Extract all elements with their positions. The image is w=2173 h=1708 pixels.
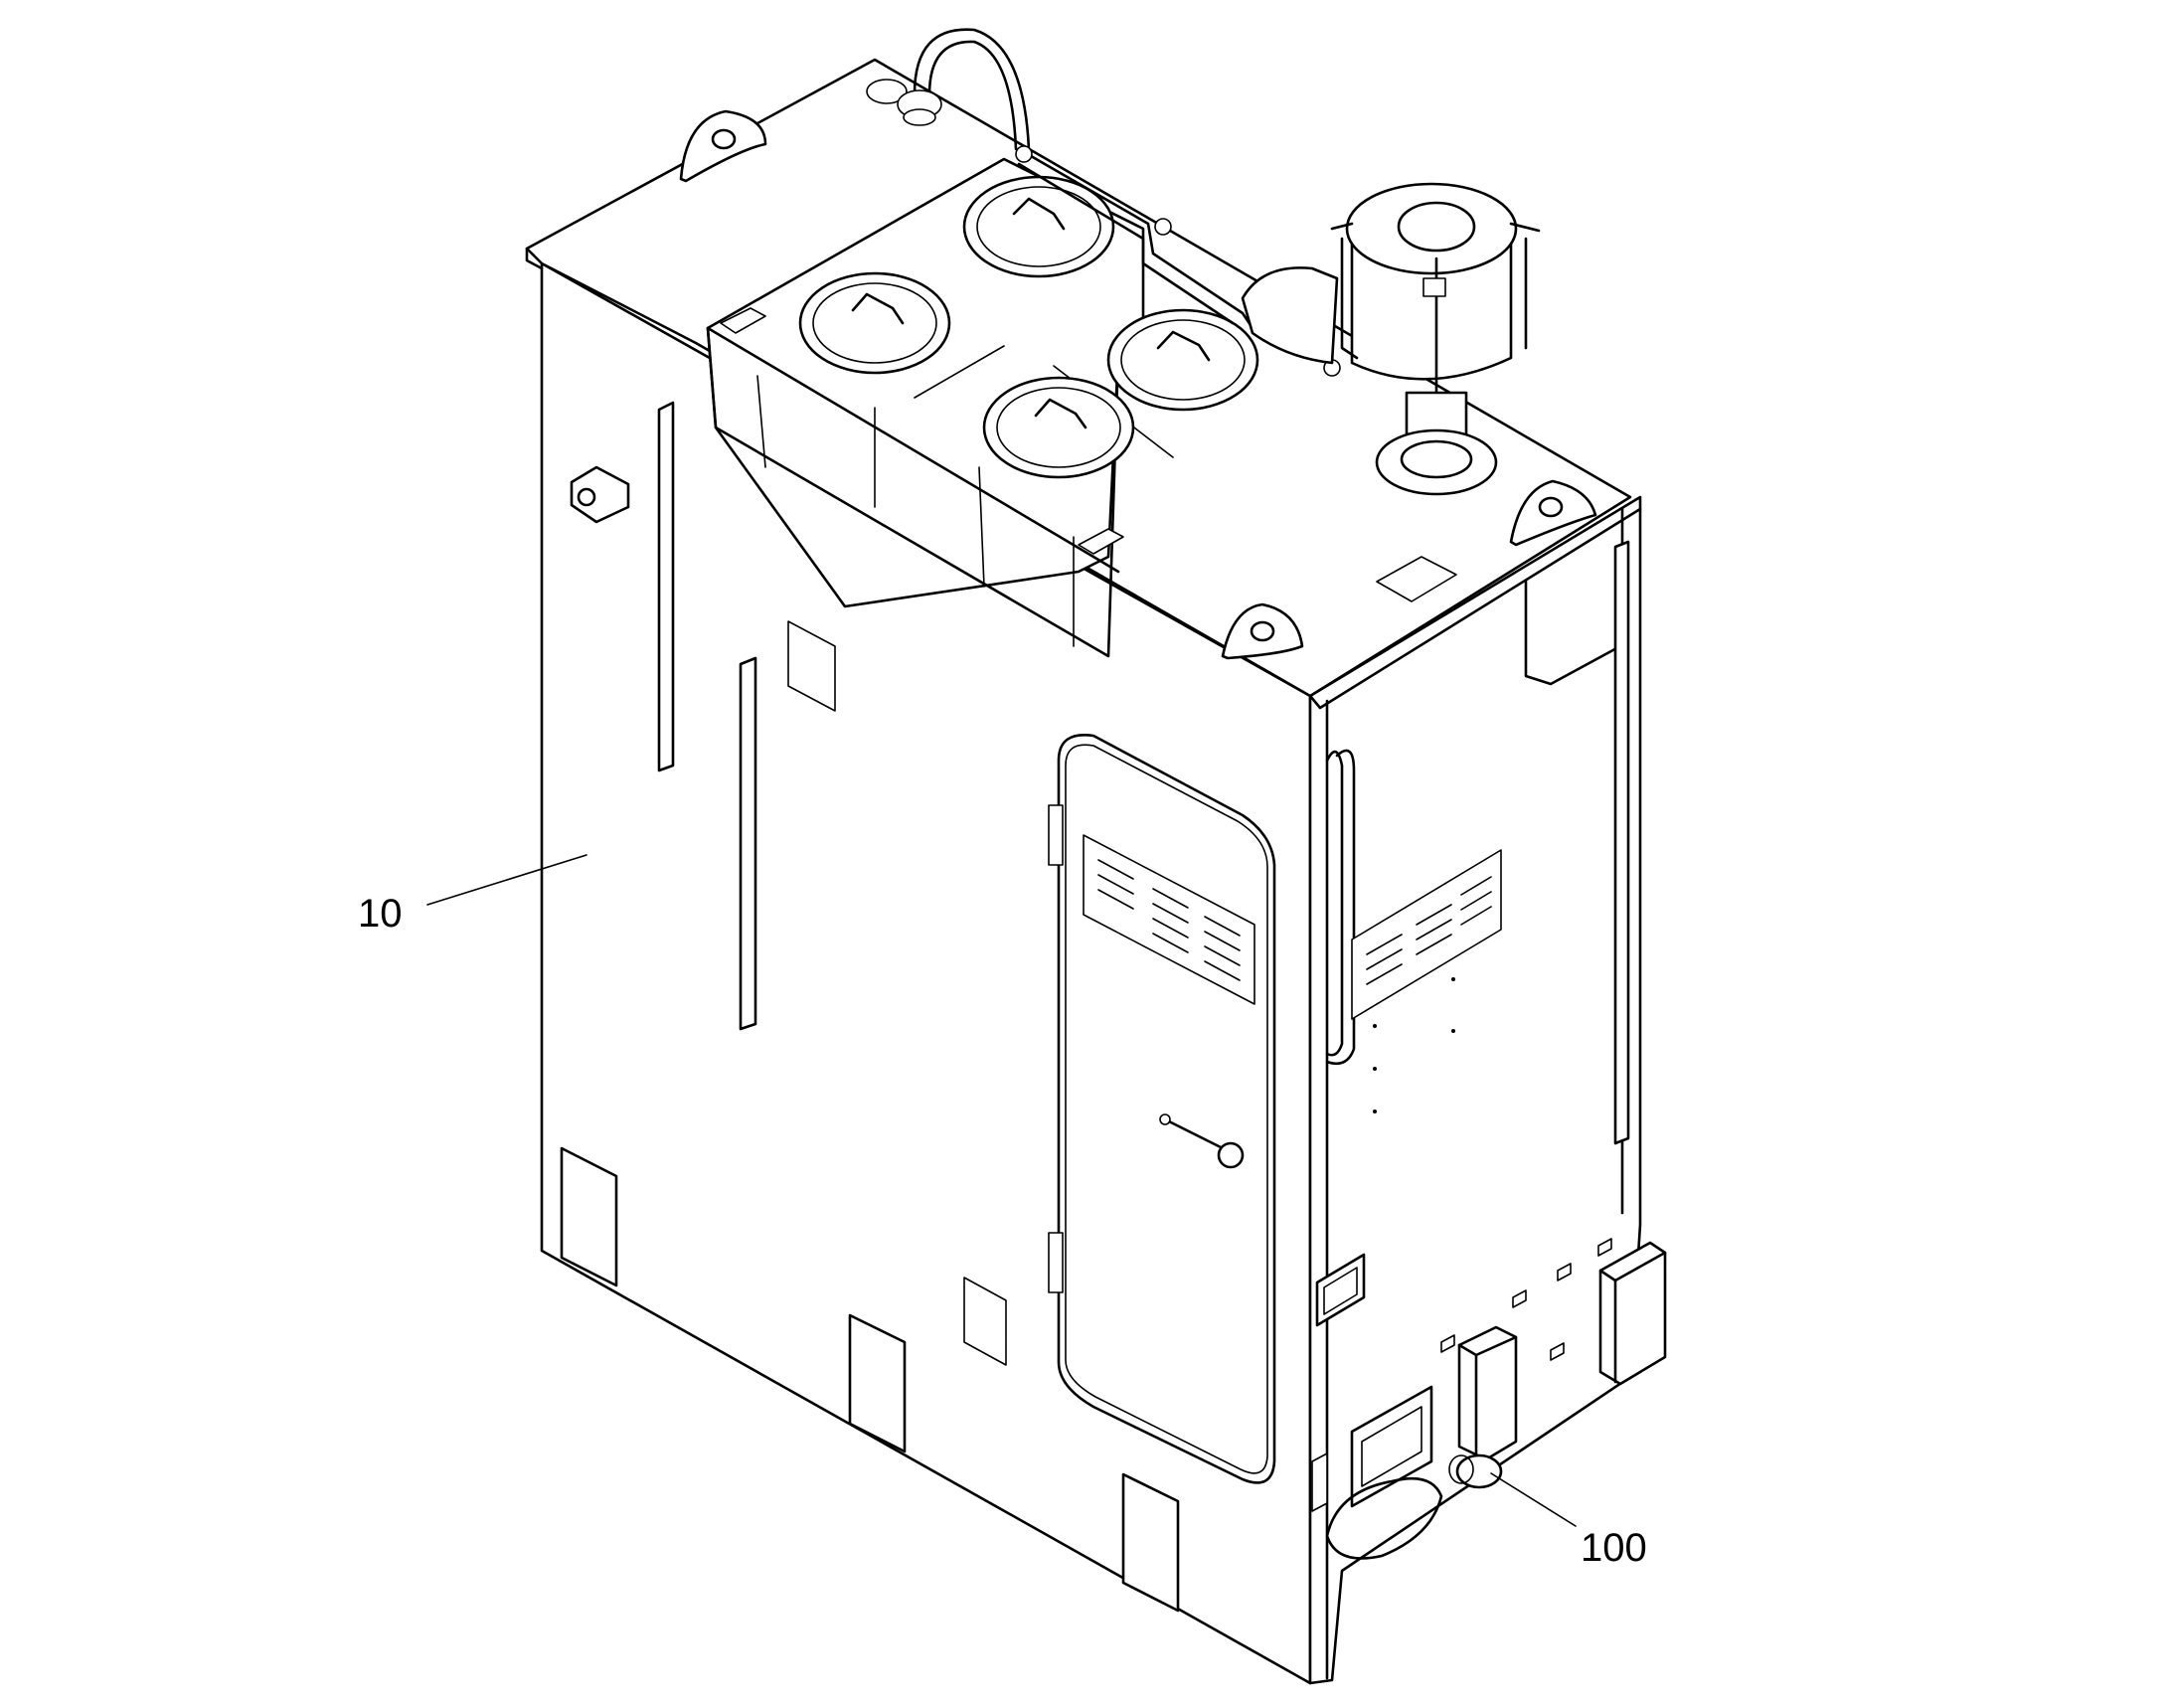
- pump-motor: [1455, 1453, 1503, 1489]
- pump-unit: [1457, 1325, 1518, 1461]
- air-filter-canister: [1241, 182, 1541, 496]
- mounting-plate-1: [787, 620, 836, 712]
- base-pad-3: [1121, 1472, 1180, 1613]
- hatch-cover-2: [798, 271, 951, 375]
- side-face-details: [1311, 540, 1667, 1560]
- mounting-plate-2: [963, 1277, 1007, 1366]
- cabinet-side-face: [1308, 495, 1642, 1685]
- callout-label-100: 100: [1581, 1526, 1647, 1570]
- lower-vent-panel: [1350, 1385, 1433, 1508]
- access-door: [1048, 733, 1276, 1484]
- breather-pipe: [866, 28, 1341, 377]
- hatch-cover-3: [1106, 308, 1259, 412]
- lifting-eye-right: [1509, 479, 1597, 547]
- vertical-rail-right: [739, 656, 757, 1031]
- door-vent-grille: [1083, 834, 1255, 1005]
- side-vertical-rail: [1613, 540, 1630, 1145]
- front-face-details: [560, 401, 1180, 1613]
- base-pad-2: [848, 1313, 907, 1453]
- callout-label-10: 10: [358, 892, 403, 936]
- callout-10: 10: [358, 854, 587, 936]
- lifting-eye-middle: [1221, 602, 1304, 660]
- side-grab-handle: [1325, 750, 1344, 1057]
- callout-100: 100: [1490, 1472, 1647, 1570]
- junction-box: [570, 465, 630, 524]
- base-pad-1: [560, 1146, 618, 1287]
- leader-line-100: [1490, 1472, 1577, 1527]
- vertical-rail-left: [657, 401, 675, 772]
- lifting-eye-left: [679, 109, 767, 183]
- side-access-opening: [1315, 1253, 1366, 1327]
- top-mounting-plate: [1376, 556, 1457, 602]
- leader-line-10: [426, 854, 587, 906]
- side-junction-box: [1598, 1241, 1667, 1386]
- hatch-cover-4: [982, 376, 1135, 479]
